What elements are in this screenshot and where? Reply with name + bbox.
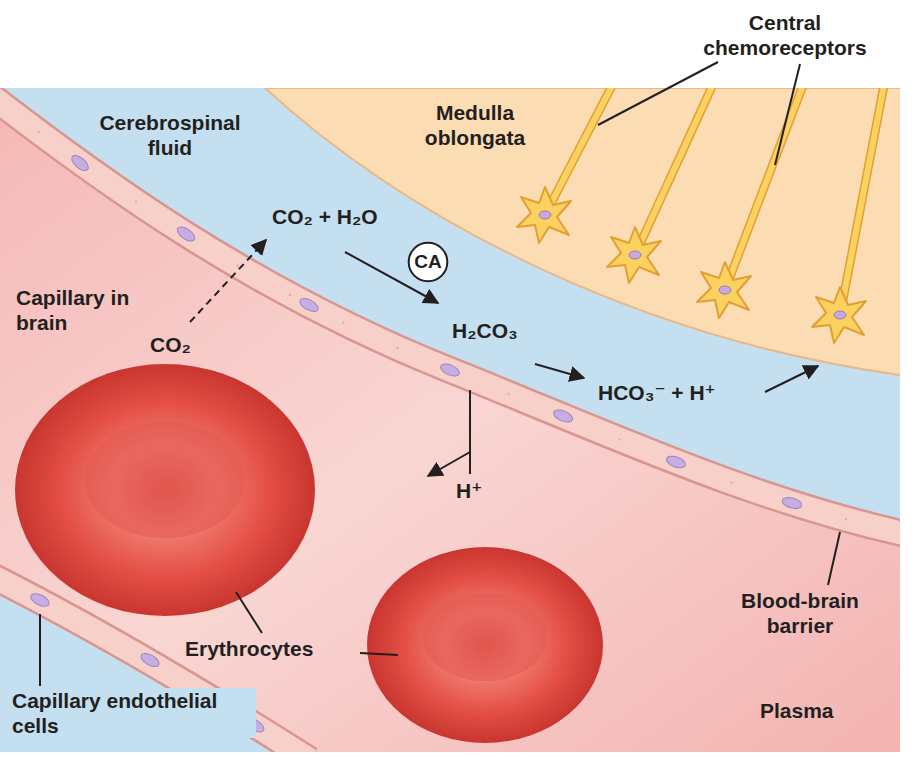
structure-label: Medulla oblongata <box>400 100 550 150</box>
ion-label: H⁺ <box>456 478 482 503</box>
structure-label: Central chemoreceptors <box>680 10 890 60</box>
reaction-label: H₂CO₃ <box>452 318 518 343</box>
reaction-label: CO₂ + H₂O <box>272 204 378 229</box>
structure-label: Capillary in brain <box>16 285 166 335</box>
structure-label: Cerebrospinal fluid <box>90 110 250 160</box>
molecule-label: CO₂ <box>150 332 191 357</box>
structure-label: Erythrocytes <box>185 636 313 661</box>
structure-label: Blood-brain barrier <box>720 588 880 638</box>
enzyme-circle: CA <box>407 241 449 283</box>
region-label: Plasma <box>760 698 834 723</box>
reaction-label: HCO₃⁻ + H⁺ <box>598 380 716 405</box>
enzyme-label: CA <box>414 251 441 273</box>
structure-label: Capillary endothelial cells <box>8 688 256 738</box>
